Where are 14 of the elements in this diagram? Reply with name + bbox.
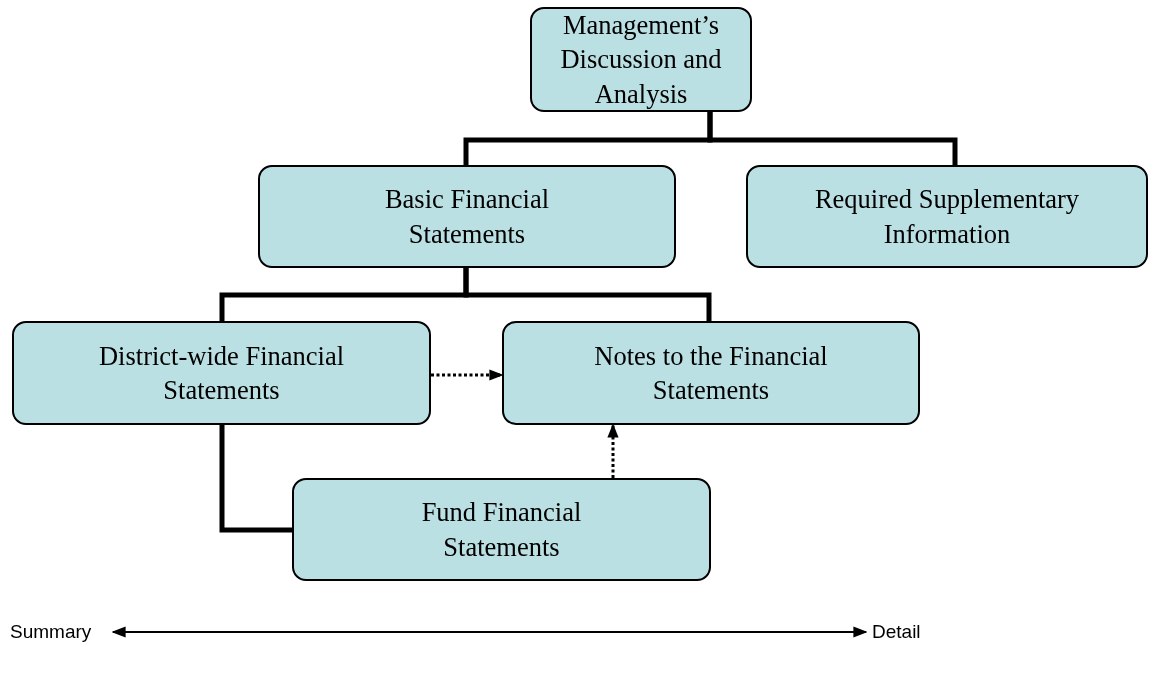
arrow	[431, 369, 504, 381]
scale-label: Summary	[10, 621, 92, 643]
arrow	[111, 626, 868, 638]
process-box: Basic Financial Statements	[258, 165, 676, 268]
process-box: District-wide Financial Statements	[12, 321, 431, 425]
process-box: Management’s Discussion and Analysis	[530, 7, 752, 112]
connector-line	[219, 425, 292, 533]
process-box: Fund Financial Statements	[292, 478, 711, 581]
scale-label: Detail	[872, 621, 921, 643]
connector-line	[463, 268, 712, 321]
connector-line	[707, 112, 958, 165]
arrow	[607, 423, 619, 478]
process-box: Required Supplementary Information	[746, 165, 1148, 268]
process-box: Notes to the Financial Statements	[502, 321, 920, 425]
